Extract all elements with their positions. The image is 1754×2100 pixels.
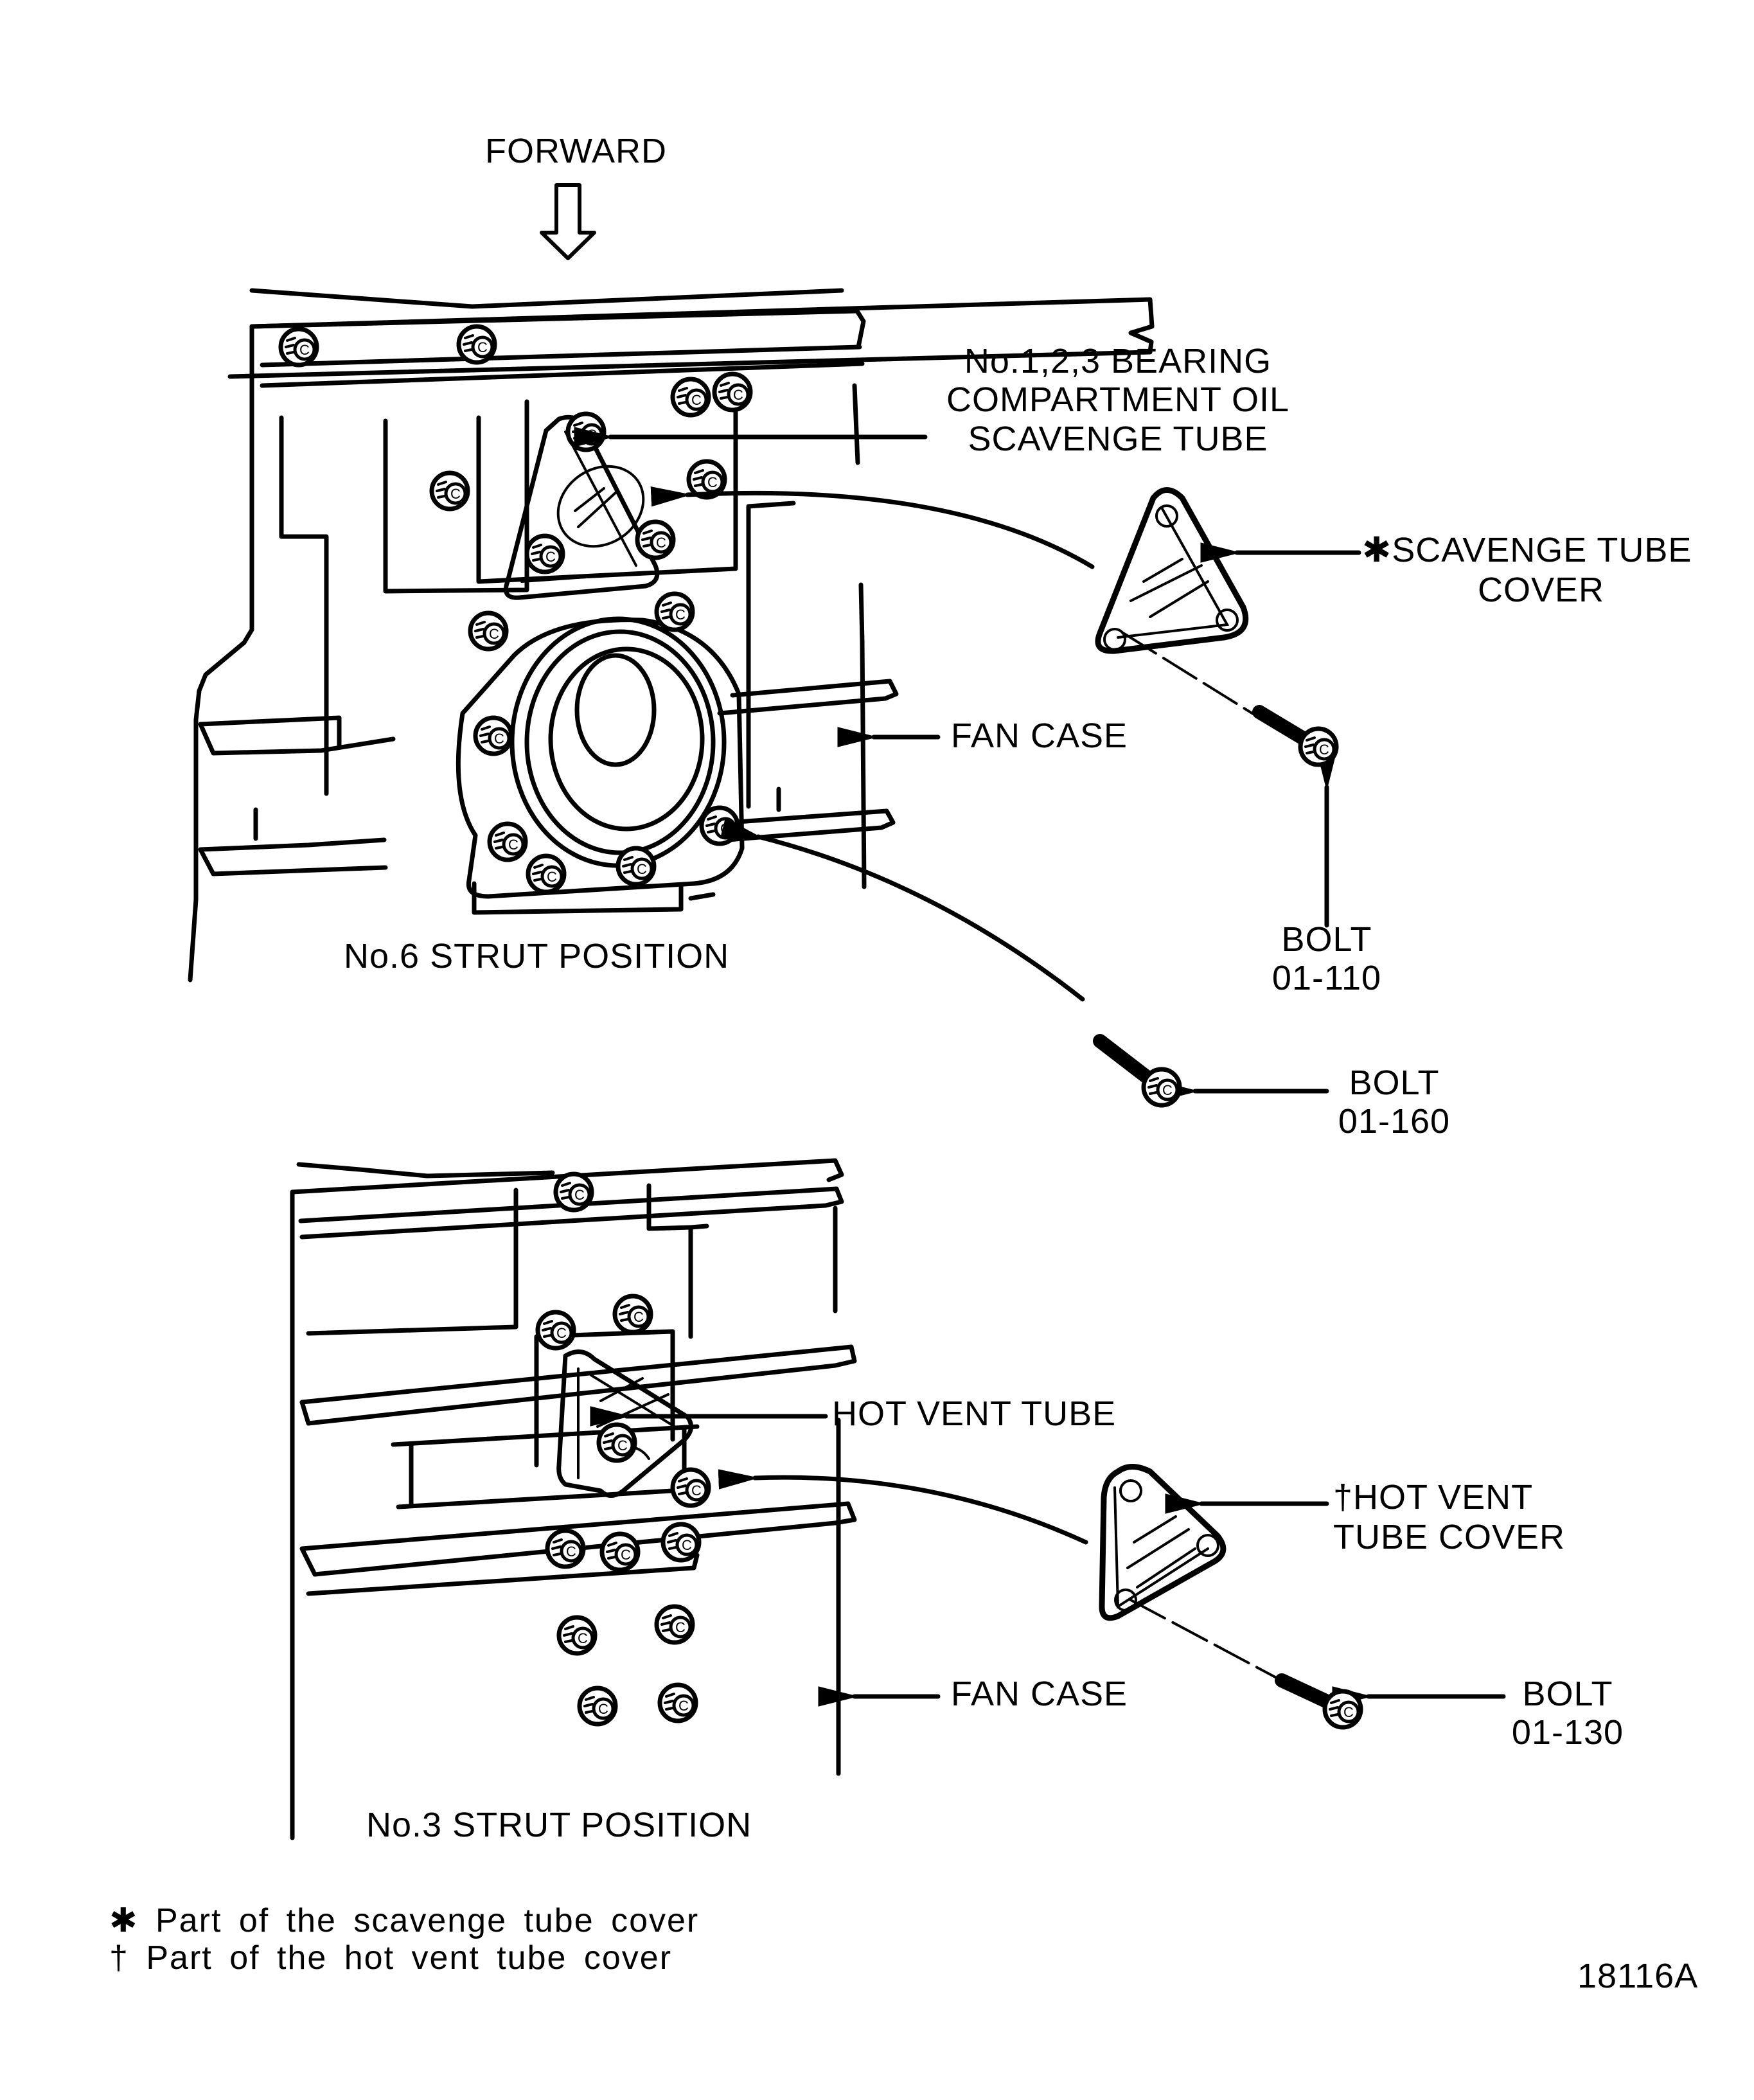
bolt-01-110-line-1: BOLT — [1281, 920, 1372, 959]
asterisk-legend-icon: ✱ — [109, 1902, 139, 1939]
legend-text-scavenge: Part of the scavenge tube cover — [155, 1902, 700, 1939]
bolt-01-110-callout: BOLT 01-110 — [1256, 920, 1397, 998]
bearing-tube-callout: No.1,2,3 BEARING COMPARTMENT OIL SCAVENG… — [925, 342, 1311, 458]
bearing-tube-callout-line-3: SCAVENGE TUBE — [968, 419, 1268, 458]
bolt-01-130-part — [1275, 1673, 1361, 1727]
hot-vent-tube-cover-part — [1099, 1464, 1227, 1621]
bolt-01-110-line-2: 01-110 — [1271, 959, 1382, 998]
bolt-01-110-part — [1252, 705, 1336, 765]
legend: ✱ Part of the scavenge tube cover † Part… — [109, 1902, 699, 1977]
bearing-tube-callout-line-2: COMPARTMENT OIL — [946, 380, 1290, 420]
bolt-01-160-line-2: 01-160 — [1338, 1102, 1451, 1141]
dagger-marker-icon: † — [1333, 1478, 1354, 1517]
scavenge-cover-callout: ✱SCAVENGE TUBE — [1362, 531, 1692, 569]
legend-item-hot-vent: † Part of the hot vent tube cover — [109, 1939, 699, 1977]
asterisk-marker-icon: ✱ — [1362, 531, 1392, 569]
bolt-01-160-line-1: BOLT — [1349, 1063, 1440, 1102]
fan-case-label-upper: FAN CASE — [951, 716, 1128, 755]
hot-vent-cover-line-2: TUBE COVER — [1333, 1518, 1566, 1556]
scavenge-tube-cover-part — [1095, 487, 1249, 654]
legend-text-hot-vent: Part of the hot vent tube cover — [146, 1939, 673, 1977]
forward-arrow-icon — [540, 183, 596, 260]
bolt-01-130-line-1: BOLT — [1522, 1675, 1613, 1713]
bolt-01-130-line-2: 01-130 — [1511, 1713, 1624, 1752]
dagger-legend-icon: † — [109, 1939, 129, 1977]
lower-view-title: No.3 STRUT POSITION — [366, 1806, 752, 1844]
bearing-tube-callout-line-1: No.1,2,3 BEARING — [964, 342, 1272, 380]
bolt-01-160-callout: BOLT 01-160 — [1324, 1063, 1465, 1141]
legend-item-scavenge: ✱ Part of the scavenge tube cover — [109, 1902, 699, 1939]
figure-number: 18116A — [1577, 1957, 1699, 1995]
scavenge-cover-callout-line-2: COVER — [1478, 571, 1605, 609]
forward-label: FORWARD — [485, 132, 667, 170]
bolt-01-160-part — [1093, 1034, 1180, 1105]
upper-view-title: No.6 STRUT POSITION — [344, 937, 730, 975]
hot-vent-cover-line-1: HOT VENT — [1353, 1478, 1534, 1517]
hot-vent-tube-label: HOT VENT TUBE — [832, 1394, 1117, 1433]
scavenge-cover-callout-line-1: SCAVENGE TUBE — [1392, 531, 1692, 569]
fan-case-label-lower: FAN CASE — [951, 1675, 1128, 1713]
upper-strut-drawing — [188, 288, 1155, 983]
lower-leaders — [590, 1406, 1506, 1707]
lower-strut-drawing — [290, 1158, 857, 1840]
hot-vent-cover-callout: †HOT VENT — [1333, 1478, 1533, 1517]
bolt-01-130-callout: BOLT 01-130 — [1497, 1675, 1638, 1752]
